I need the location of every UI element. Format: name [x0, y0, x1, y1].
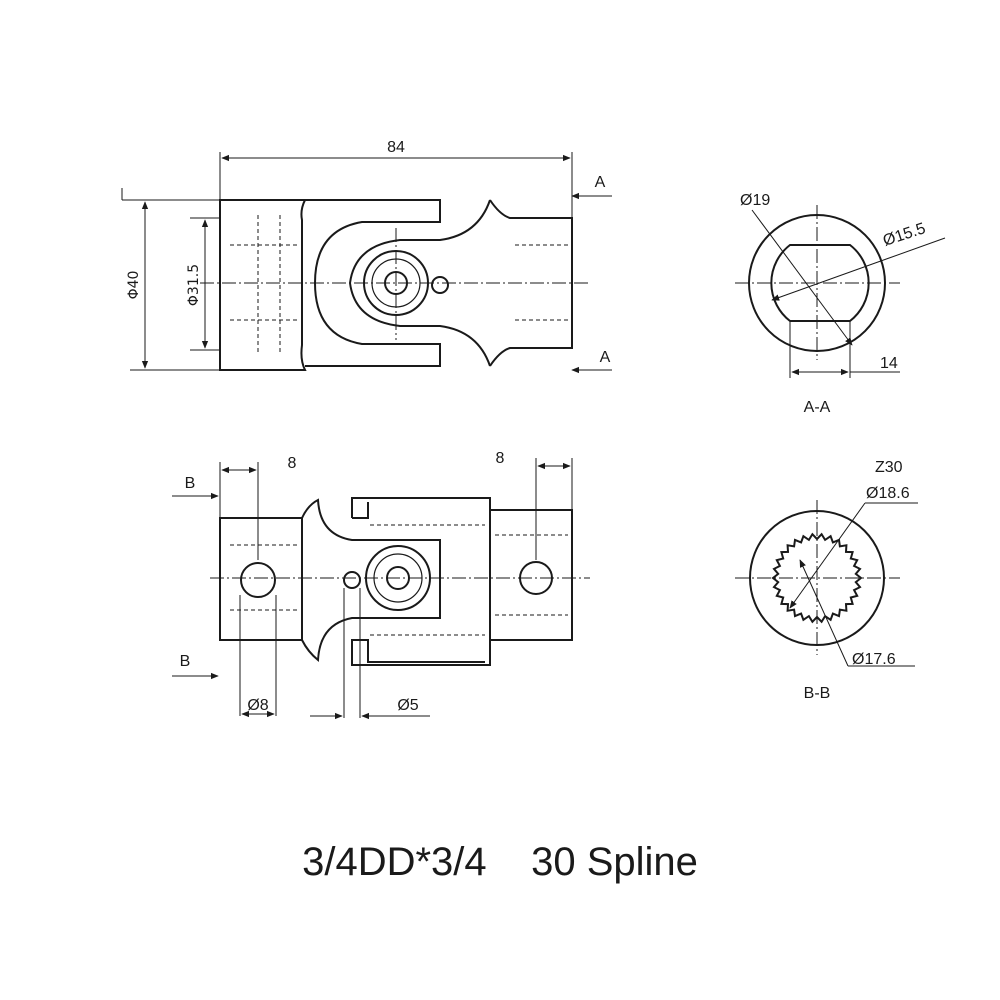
dim-pin-hole: Ø8: [247, 697, 268, 714]
section-aa: Ø19 Ø15.5 14 A-A: [735, 192, 946, 416]
bb-minor-diameter: Ø17.6: [852, 651, 896, 668]
dim-left-offset: 8: [288, 455, 297, 472]
top-left-hub: [219, 199, 307, 371]
bottom-small-hole: [343, 571, 361, 589]
bottom-cross-inner: [386, 566, 410, 590]
aa-leader-155: [771, 237, 946, 301]
dim-bore-diameter: Φ31.5: [186, 264, 202, 306]
bb-teeth: Z30: [875, 459, 903, 476]
bb-leader-176: [799, 559, 849, 667]
top-left-yoke: [305, 199, 441, 367]
aa-leader-19: [751, 209, 853, 346]
section-b-bottom-label: B: [180, 653, 191, 670]
aa-title: A-A: [804, 399, 831, 416]
bottom-view: 8 8 Ø8 Ø5 B B: [172, 450, 590, 720]
bb-leader-186: [789, 502, 866, 609]
top-right-hub: [489, 199, 573, 367]
bottom-right-yoke-outline: [351, 497, 491, 666]
dim-outer-diameter: Φ40: [126, 271, 142, 300]
top-small-hole: [431, 276, 449, 294]
aa-flat-diameter: Ø15.5: [881, 220, 928, 250]
top-view: 84 Φ40 Φ31.5 A A: [121, 139, 612, 374]
bottom-cross-middle: [373, 553, 423, 603]
bb-title: B-B: [804, 685, 831, 702]
dim-small-hole: Ø5: [397, 697, 418, 714]
bottom-left-pin-hole: [240, 562, 276, 598]
bottom-right-yoke-tab: [352, 502, 369, 519]
aa-flat-width: 14: [880, 355, 898, 372]
section-a-bottom-label: A: [600, 349, 611, 366]
bottom-left-hub: [219, 517, 303, 641]
bottom-cross-outer: [365, 545, 431, 611]
product-caption: 3/4DD*3/4 30 Spline: [302, 840, 698, 884]
section-a-top-label: A: [595, 174, 606, 191]
bb-major-diameter: Ø18.6: [866, 485, 910, 502]
aa-outer-diameter: Ø19: [740, 192, 770, 209]
bottom-right-pin-hole: [519, 561, 553, 595]
top-right-yoke: [348, 199, 491, 367]
bottom-left-yoke: [301, 498, 441, 662]
bottom-right-hub: [490, 509, 573, 641]
dim-overall-length: 84: [387, 139, 405, 156]
section-b-top-label: B: [185, 475, 196, 492]
section-bb: Z30 Ø18.6 Ø17.6 B-B: [735, 459, 918, 702]
dim-right-offset: 8: [496, 450, 505, 467]
